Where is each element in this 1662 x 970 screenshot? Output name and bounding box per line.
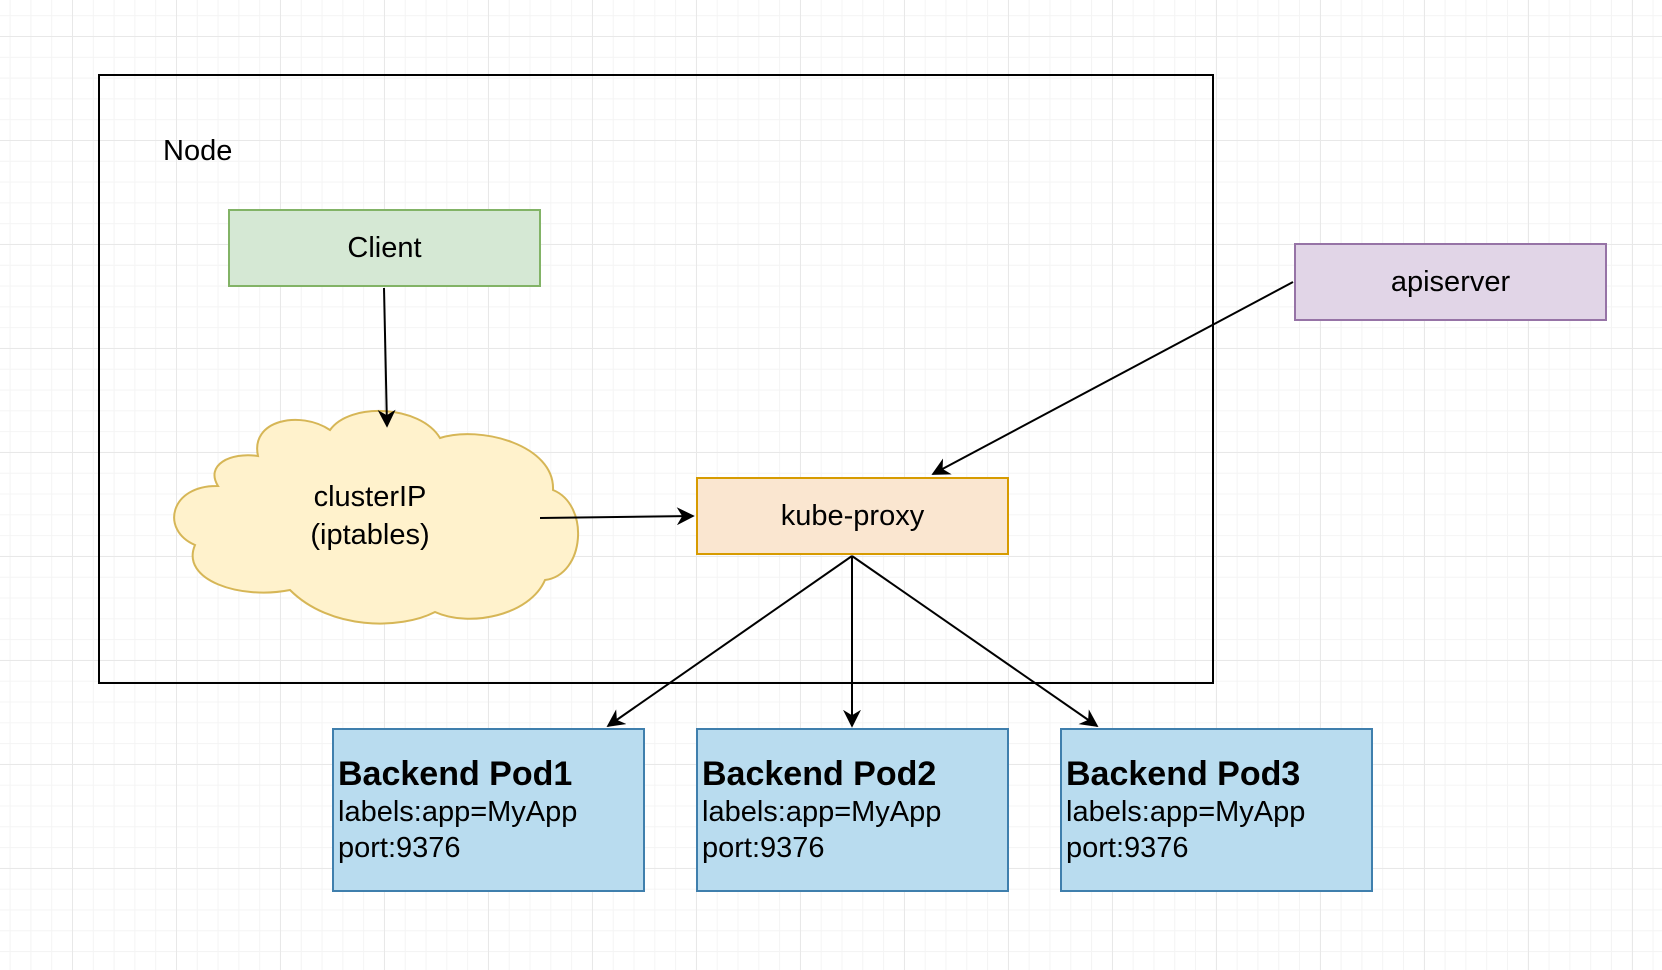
pod-title: Backend Pod3 — [1066, 755, 1301, 793]
cluster-ip-label-line1: clusterIP — [313, 481, 427, 513]
pod-labels: labels:app=MyApp — [1066, 796, 1306, 828]
backend-pod-box[interactable]: Backend Pod2 labels:app=MyApp port:9376 — [696, 728, 1009, 892]
apiserver-label: apiserver — [1390, 265, 1511, 298]
backend-pod-box[interactable]: Backend Pod3 labels:app=MyApp port:9376 — [1060, 728, 1373, 892]
pod-labels: labels:app=MyApp — [702, 796, 942, 828]
pod-title: Backend Pod1 — [338, 755, 573, 793]
apiserver-box[interactable]: apiserver — [1294, 243, 1607, 321]
node-container[interactable] — [98, 74, 1214, 684]
pod-port: port:9376 — [1066, 832, 1189, 864]
client-box[interactable]: Client — [228, 209, 541, 287]
pod-title: Backend Pod2 — [702, 755, 937, 793]
client-label: Client — [347, 231, 422, 264]
pod-port: port:9376 — [702, 832, 825, 864]
backend-pod-box[interactable]: Backend Pod1 labels:app=MyApp port:9376 — [332, 728, 645, 892]
kube-proxy-box[interactable]: kube-proxy — [696, 477, 1009, 555]
node-label: Node — [163, 135, 233, 167]
kube-proxy-label: kube-proxy — [780, 499, 925, 532]
cluster-ip-label: clusterIP (iptables) — [250, 478, 490, 554]
cluster-ip-label-line2: (iptables) — [310, 519, 430, 551]
pod-port: port:9376 — [338, 832, 461, 864]
pod-labels: labels:app=MyApp — [338, 796, 578, 828]
